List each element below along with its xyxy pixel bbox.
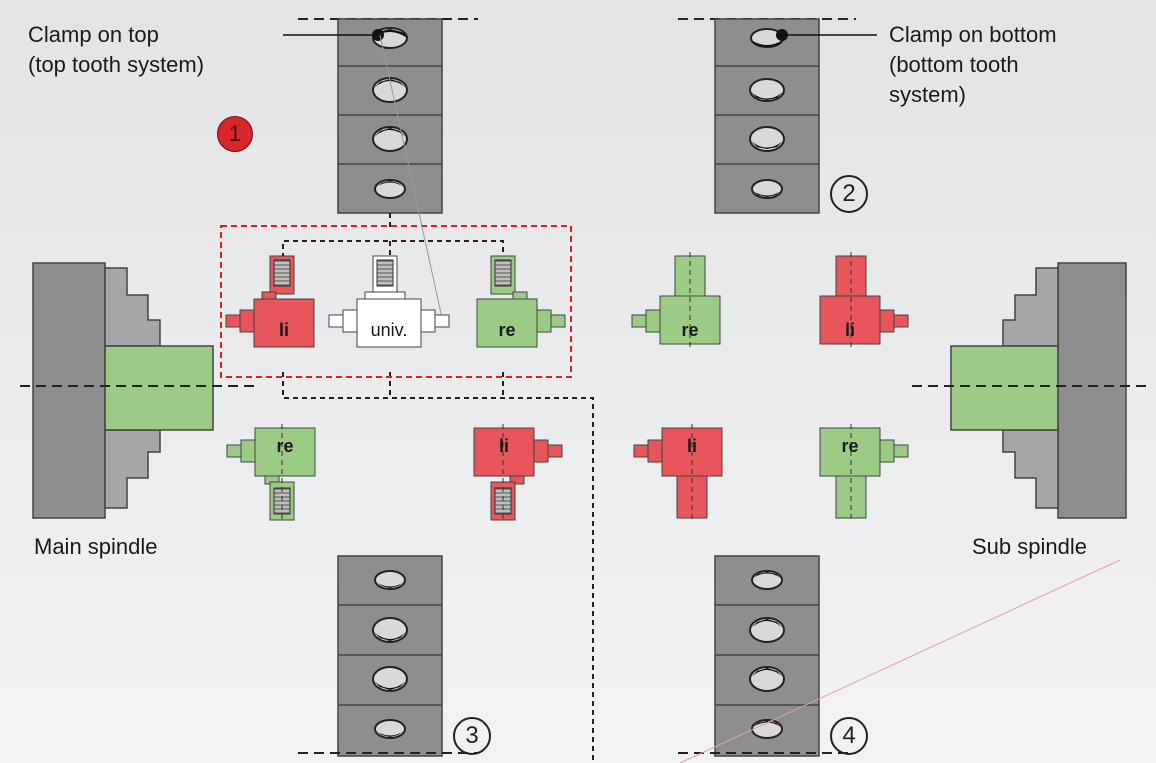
holder-label-top-right: re [498,320,516,340]
holder-label-top-univ: univ. [370,320,408,340]
holder-top-right-re [476,255,566,348]
clamp-bottom-label: Clamp on bottom (bottom tooth system) [889,20,1057,110]
thin-red-line [679,559,1121,763]
holder-label-top-center-right: re [681,320,699,340]
sub-spindle-label: Sub spindle [972,534,1087,559]
holder-label-bottom-center-left: li [498,436,509,456]
marker-1-badge: 1 [217,116,253,152]
clamp-bottom-line3: system) [889,82,966,107]
clamp-top-line2: (top tooth system) [28,52,205,77]
marker-3: 3 [453,717,491,755]
holder-label-top-left: li [278,320,289,340]
highlight-box [220,225,572,378]
main-spindle-label: Main spindle [34,534,158,559]
clamp-bottom-line2: (bottom tooth [889,52,1019,77]
holder-top-univ [328,255,450,348]
turret-block-bottom-right [678,555,856,757]
clamp-top-line1: Clamp on top [28,22,159,47]
turret-block-bottom-left [298,555,478,757]
holder-label-bottom-center-right: li [686,436,697,456]
holder-top-left-li [225,255,315,348]
holder-label-top-far-right: li [844,320,855,340]
holder-label-bottom-left: re [276,436,294,456]
marker-2: 2 [830,175,868,213]
holder-bottom-center-left-li [473,427,563,521]
guide-lines [282,213,594,763]
main-spindle [20,262,258,519]
turret-block-top-left [298,18,478,214]
clamp-bottom-line1: Clamp on bottom [889,22,1057,47]
clamp-top-label: Clamp on top (top tooth system) [28,20,204,80]
holder-label-bottom-far-right: re [841,436,859,456]
marker-4: 4 [830,717,868,755]
holder-bottom-left-re [226,427,316,521]
sub-spindle [912,262,1148,519]
turret-block-top-right [678,18,856,214]
